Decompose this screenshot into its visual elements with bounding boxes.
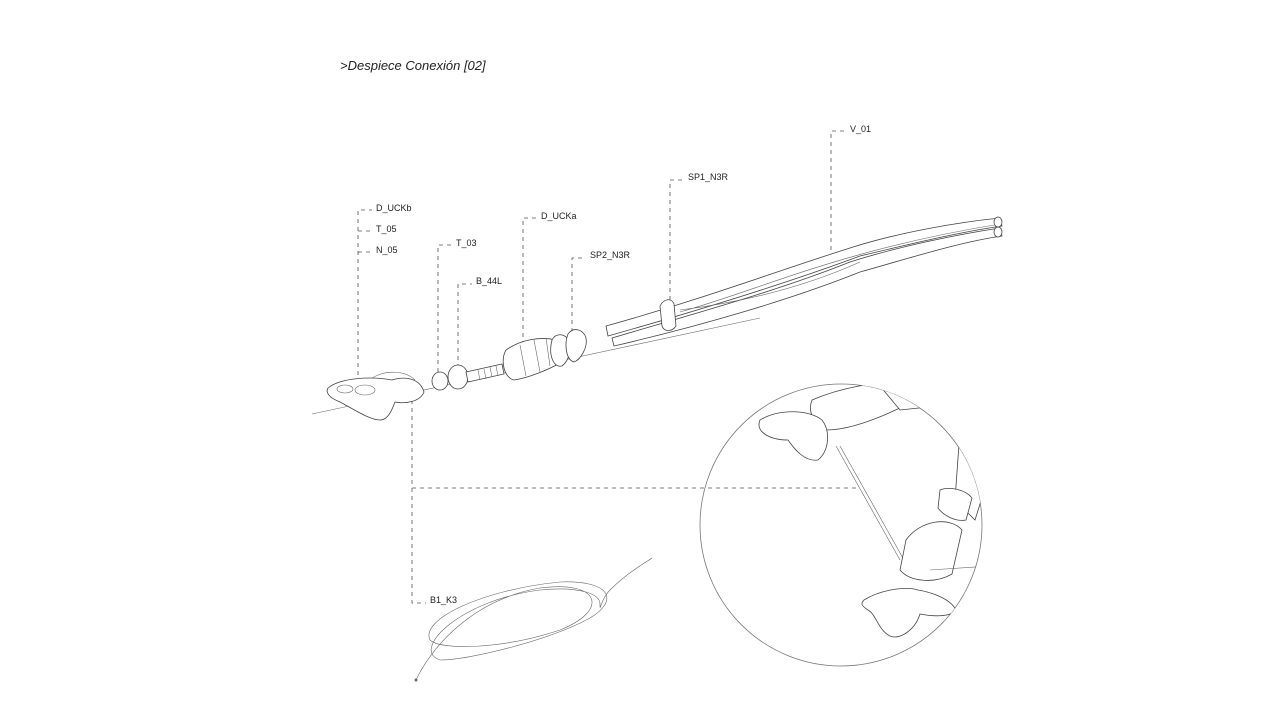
part-d-ucka (502, 337, 563, 381)
part-d-uckb (326, 371, 425, 421)
label-d-uckb: D_UCKb (376, 203, 412, 213)
label-sp2-n3r: SP2_N3R (590, 250, 631, 260)
part-b1-k3 (414, 557, 653, 682)
part-v-01 (605, 216, 1003, 347)
leader-lines (357, 130, 856, 604)
diagram-title: >Despiece Conexión [02] (340, 58, 486, 73)
label-b-44l: B_44L (476, 276, 502, 286)
label-b1-k3: B1_K3 (430, 595, 457, 605)
part-sp1-n3r (659, 299, 677, 331)
detail-view (699, 383, 983, 667)
label-v-01: V_01 (850, 124, 871, 134)
part-b-44l (465, 363, 505, 383)
part-t-03 (431, 364, 469, 391)
label-sp1-n3r: SP1_N3R (688, 172, 729, 182)
label-d-ucka: D_UCKa (541, 211, 577, 221)
label-t-05: T_05 (376, 224, 397, 234)
part-sp2-n3r (550, 329, 587, 367)
label-n-05: N_05 (376, 245, 398, 255)
label-t-03: T_03 (456, 238, 477, 248)
